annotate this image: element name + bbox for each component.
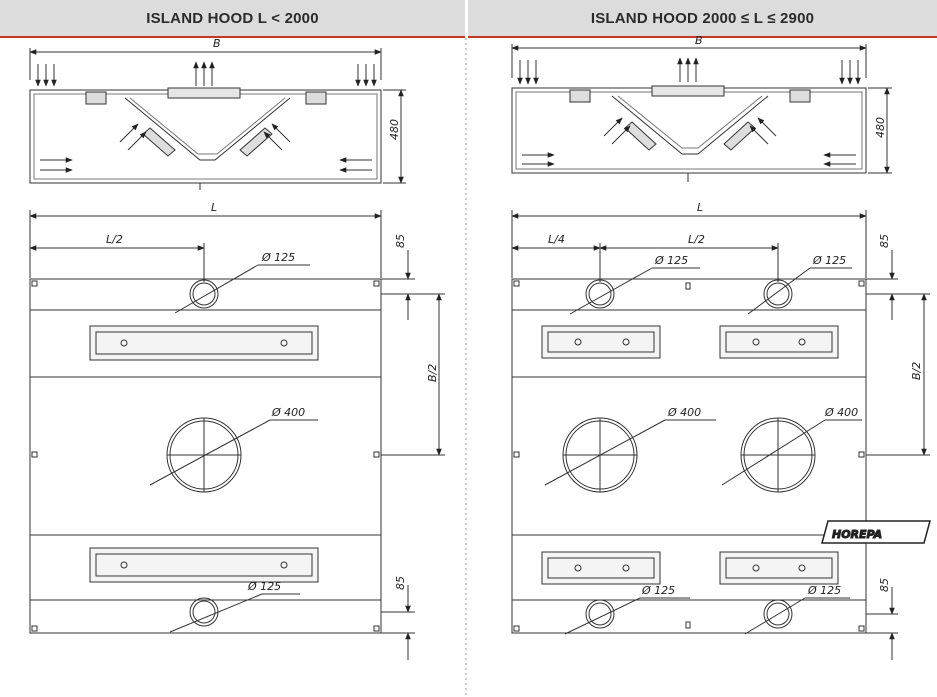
left-side-elevation bbox=[29, 48, 406, 190]
right-dim-b: B bbox=[695, 34, 703, 47]
right-plan-view bbox=[511, 267, 867, 635]
header-right-title: ISLAND HOOD 2000 ≤ L ≤ 2900 bbox=[468, 0, 937, 38]
right-dia-125-bottom-right: Ø 125 bbox=[807, 584, 841, 597]
right-panel bbox=[511, 44, 930, 660]
left-dim-85-bottom: 85 bbox=[394, 576, 407, 590]
right-dia-400-right: Ø 400 bbox=[824, 406, 858, 419]
left-dia-125-top: Ø 125 bbox=[261, 251, 295, 264]
right-dim-l-quarter: L/4 bbox=[548, 233, 565, 246]
right-dia-400-left: Ø 400 bbox=[667, 406, 701, 419]
left-dim-height: 480 bbox=[388, 119, 401, 140]
left-panel bbox=[29, 48, 445, 660]
left-dim-l: L bbox=[211, 201, 217, 214]
header-left-title: ISLAND HOOD L < 2000 bbox=[0, 0, 465, 38]
left-plan-view bbox=[29, 264, 382, 634]
right-dia-125-bottom-left: Ø 125 bbox=[641, 584, 675, 597]
horepa-logo: HOREPA bbox=[821, 520, 931, 544]
right-side-elevation bbox=[511, 44, 892, 182]
right-dim-b-half: B/2 bbox=[910, 362, 923, 380]
right-dim-85-top: 85 bbox=[878, 234, 891, 248]
logo-text: HOREPA bbox=[832, 528, 882, 541]
left-dia-125-bottom: Ø 125 bbox=[247, 580, 281, 593]
left-dim-85-top: 85 bbox=[394, 234, 407, 248]
right-dim-height: 480 bbox=[874, 117, 887, 138]
right-dia-125-top-left: Ø 125 bbox=[654, 254, 688, 267]
right-dim-85-bottom: 85 bbox=[878, 578, 891, 592]
right-dim-l-half: L/2 bbox=[688, 233, 705, 246]
header-divider bbox=[465, 0, 468, 36]
right-dia-125-top-right: Ø 125 bbox=[812, 254, 846, 267]
right-dim-l: L bbox=[697, 201, 703, 214]
left-dim-l-half: L/2 bbox=[106, 233, 123, 246]
left-dim-b-half: B/2 bbox=[426, 364, 439, 382]
left-dim-b: B bbox=[213, 37, 221, 50]
left-dia-400: Ø 400 bbox=[271, 406, 305, 419]
